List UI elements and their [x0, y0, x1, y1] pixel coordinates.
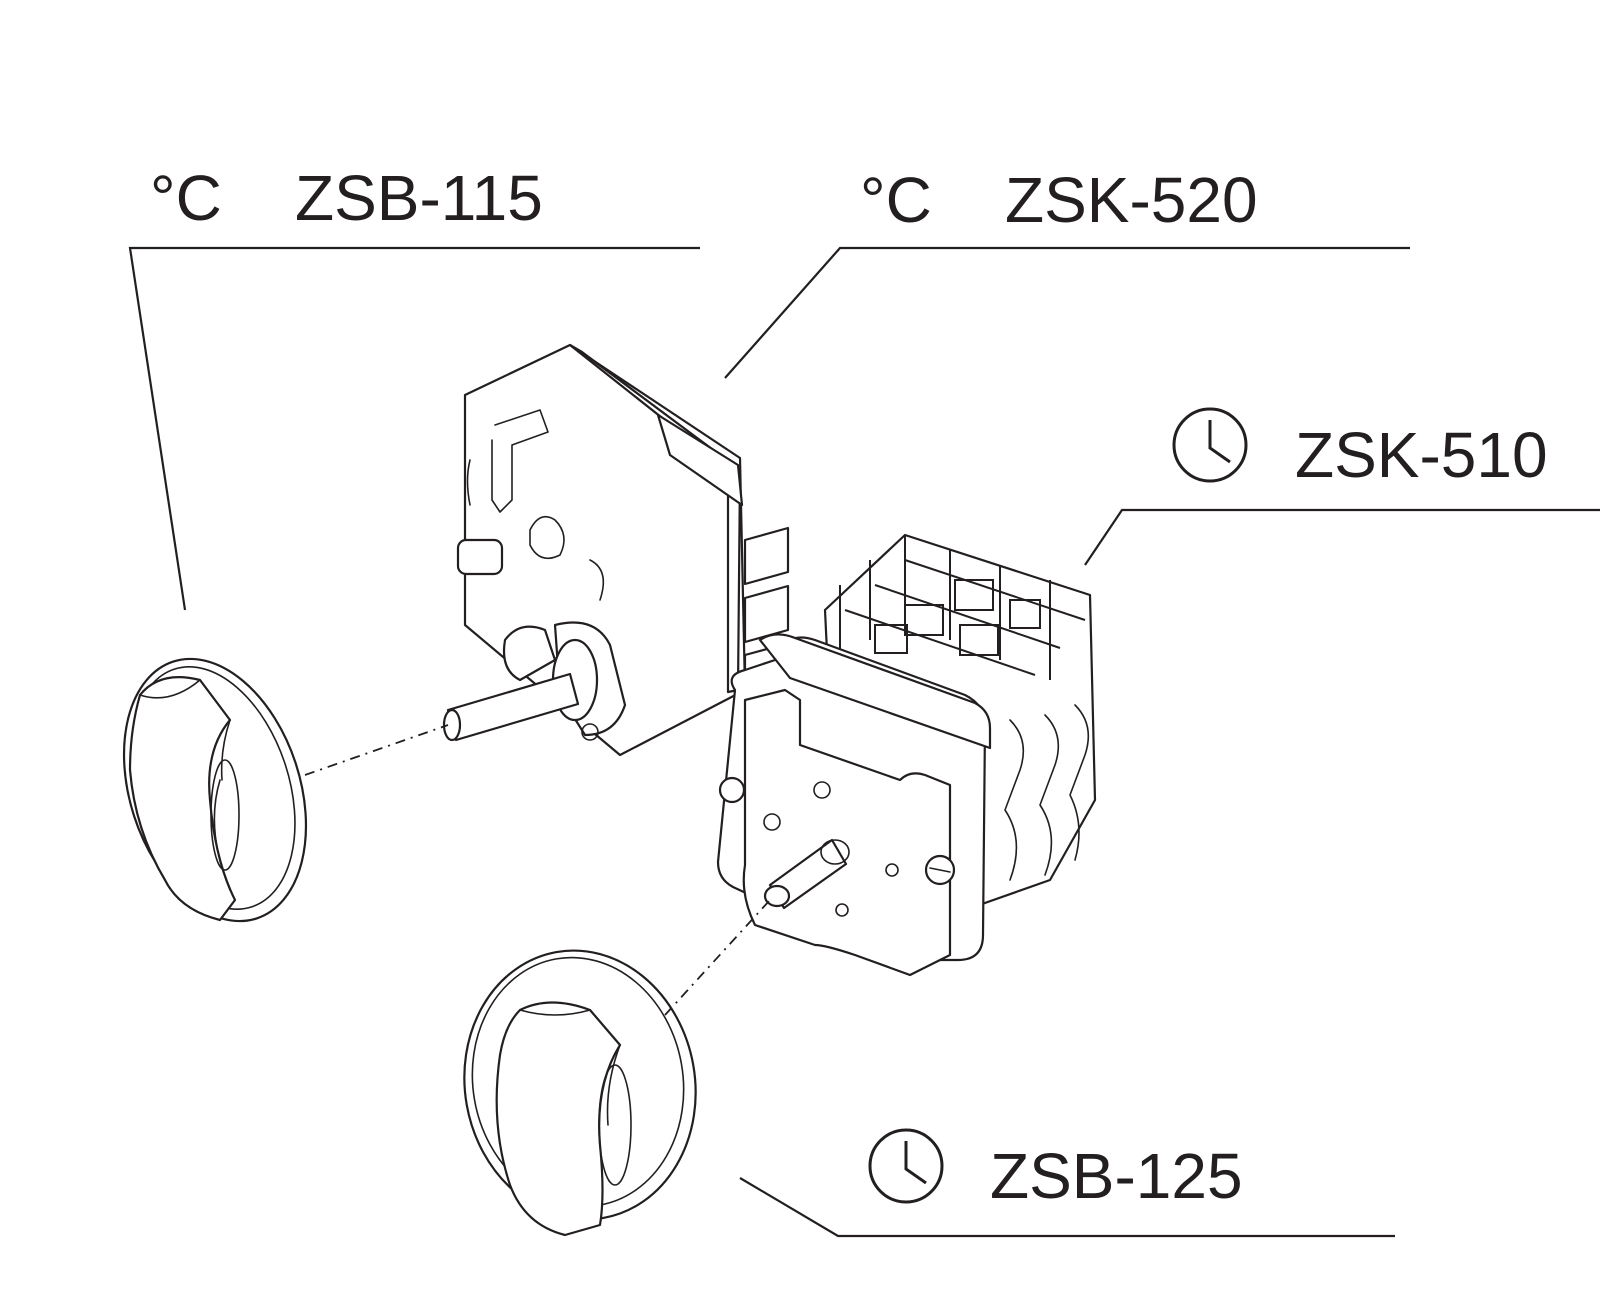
part-code-zsk-510: ZSK-510	[1295, 419, 1548, 491]
part-code-zsb-125: ZSB-125	[990, 1140, 1243, 1212]
leader-line-zsk-510	[1084, 508, 1600, 566]
clock-icon	[1172, 407, 1248, 483]
timer-zsk-510	[716, 533, 1097, 977]
clock-icon	[868, 1128, 944, 1204]
leader-line-zsb-115	[128, 246, 700, 611]
part-code-zsk-520: ZSK-520	[1005, 164, 1258, 236]
degree-celsius-symbol: °C	[860, 164, 932, 236]
degree-celsius-symbol: °C	[150, 162, 222, 234]
label-zsk-510: ZSK-510	[1172, 407, 1548, 491]
label-zsb-125: ZSB-125	[868, 1128, 1243, 1212]
part-code-zsb-115: ZSB-115	[295, 162, 543, 234]
thermostat-zsk-520	[442, 343, 790, 757]
label-zsk-520: °C ZSK-520	[860, 164, 1258, 236]
leader-line-zsb-125	[739, 1177, 1395, 1238]
label-zsb-115: °C ZSB-115	[150, 162, 543, 234]
leader-line-zsk-520	[724, 246, 1410, 379]
axis-line-zsb-125	[664, 899, 771, 1016]
knob-zsb-115	[122, 657, 308, 923]
knob-zsb-125	[463, 949, 697, 1237]
axis-line-zsb-115	[304, 724, 449, 776]
